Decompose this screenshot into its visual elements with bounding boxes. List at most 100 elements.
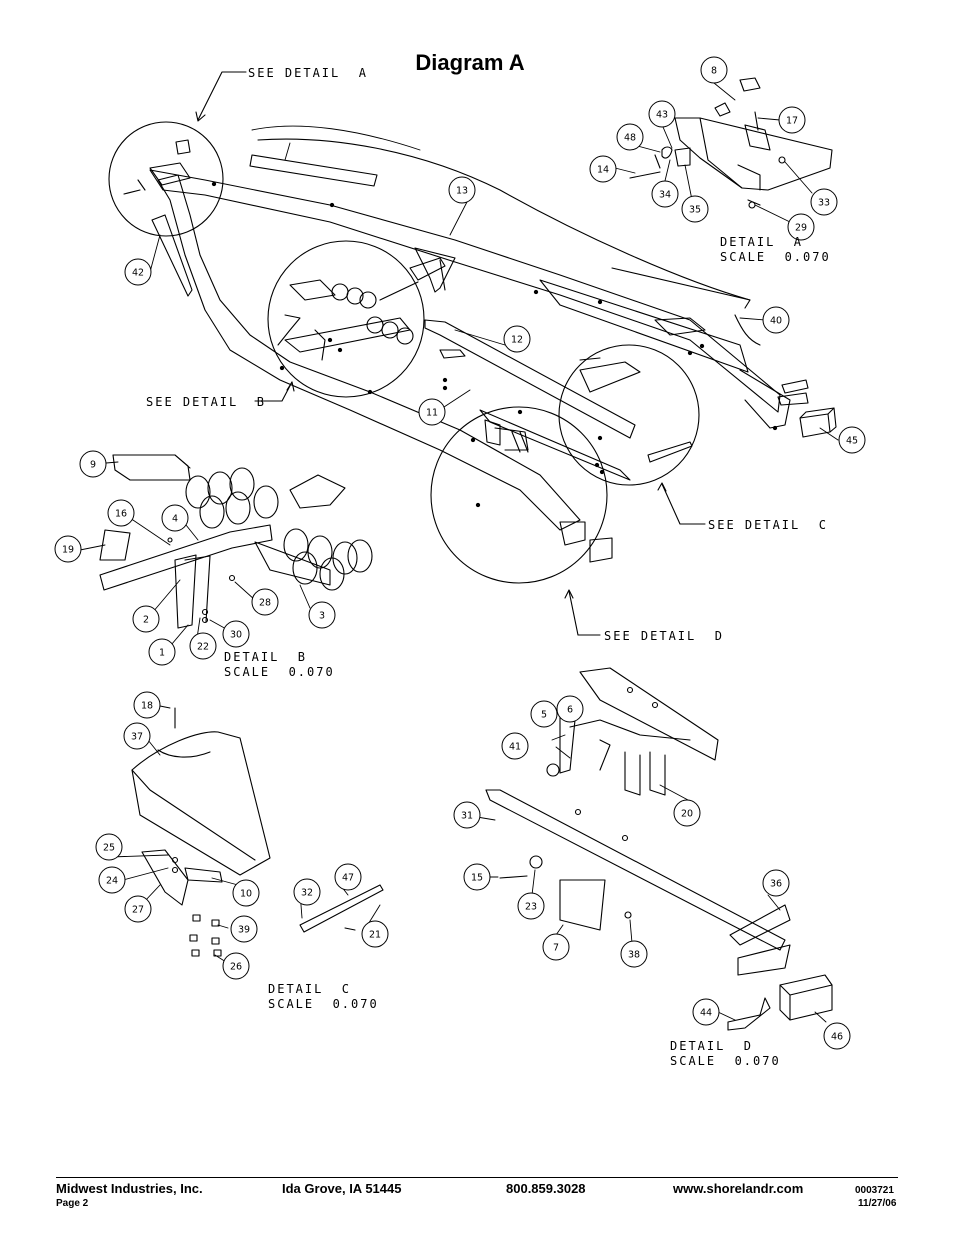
part-callout-39: 39 — [230, 915, 258, 943]
part-callout-31: 31 — [453, 801, 481, 829]
part-callout-32: 32 — [293, 878, 321, 906]
part-callout-35: 35 — [681, 195, 709, 223]
callout-number: 42 — [132, 268, 144, 279]
callout-number: 33 — [818, 198, 830, 209]
callout-balloon — [673, 799, 701, 827]
footer-city: Ida Grove, IA 51445 — [282, 1181, 402, 1196]
callout-balloon — [453, 801, 481, 829]
callout-number: 14 — [597, 165, 609, 176]
callout-balloon — [616, 123, 644, 151]
detail-b-name: DETAIL B — [224, 650, 308, 664]
callout-number: 28 — [259, 598, 271, 609]
part-callout-26: 26 — [222, 952, 250, 980]
callout-balloon — [124, 895, 152, 923]
callout-balloon — [700, 56, 728, 84]
part-callout-33: 33 — [810, 188, 838, 216]
callout-balloon — [681, 195, 709, 223]
callout-number: 18 — [141, 701, 153, 712]
part-callout-30: 30 — [222, 620, 250, 648]
callout-balloon — [501, 732, 529, 760]
callout-number: 17 — [786, 116, 798, 127]
detail-c-drawing — [131, 707, 384, 957]
footer-divider — [56, 1177, 898, 1178]
callout-number: 8 — [711, 66, 717, 77]
see-detail-c-label: SEE DETAIL C — [708, 518, 828, 532]
callout-balloon — [651, 180, 679, 208]
part-callout-24: 24 — [98, 866, 126, 894]
callout-balloon — [589, 155, 617, 183]
footer-page: Page 2 — [56, 1198, 89, 1209]
callout-balloon — [542, 933, 570, 961]
detail-d-drawing — [485, 667, 833, 1031]
callout-balloon — [95, 833, 123, 861]
detail-a-scale: SCALE 0.070 — [720, 250, 831, 264]
callout-number: 19 — [62, 545, 74, 556]
callout-balloon — [838, 426, 866, 454]
part-callout-16: 16 — [107, 499, 135, 527]
callout-leaders — [79, 82, 839, 1023]
callout-balloon — [124, 258, 152, 286]
part-callout-42: 42 — [124, 258, 152, 286]
part-callout-3: 3 — [308, 601, 336, 629]
callout-number: 29 — [795, 223, 807, 234]
callout-number: 4 — [172, 514, 178, 525]
part-callout-41: 41 — [501, 732, 529, 760]
footer-website: www.shorelandr.com — [673, 1181, 804, 1196]
part-callout-34: 34 — [651, 180, 679, 208]
part-callout-9: 9 — [79, 450, 107, 478]
see-detail-b-label: SEE DETAIL B — [146, 395, 266, 409]
callout-number: 7 — [553, 943, 559, 954]
part-callout-28: 28 — [251, 588, 279, 616]
callout-number: 12 — [511, 335, 523, 346]
callout-balloon — [98, 866, 126, 894]
callout-balloon — [230, 915, 258, 943]
callout-balloon — [787, 213, 815, 241]
part-callout-45: 45 — [838, 426, 866, 454]
callout-balloon — [222, 952, 250, 980]
callout-balloon — [823, 1022, 851, 1050]
callout-balloon — [648, 100, 676, 128]
callout-balloon — [107, 499, 135, 527]
callout-number: 10 — [240, 889, 252, 900]
part-callout-4: 4 — [161, 504, 189, 532]
callout-balloon — [361, 920, 389, 948]
callout-number: 30 — [230, 630, 242, 641]
callout-number: 26 — [230, 962, 242, 973]
callout-number: 46 — [831, 1032, 843, 1043]
callout-balloon — [189, 632, 217, 660]
part-callout-46: 46 — [823, 1022, 851, 1050]
callout-number: 32 — [301, 888, 313, 899]
callout-number: 27 — [132, 905, 144, 916]
callout-balloon — [251, 588, 279, 616]
callout-number: 25 — [103, 843, 115, 854]
detail-c-caption: DETAIL C SCALE 0.070 — [268, 982, 379, 1012]
part-callout-7: 7 — [542, 933, 570, 961]
part-callout-13: 13 — [448, 176, 476, 204]
detail-c-scale: SCALE 0.070 — [268, 997, 379, 1011]
part-callout-29: 29 — [787, 213, 815, 241]
part-callout-15: 15 — [463, 863, 491, 891]
callout-balloon — [232, 879, 260, 907]
part-callout-48: 48 — [616, 123, 644, 151]
callout-balloon — [293, 878, 321, 906]
callout-balloon — [517, 892, 545, 920]
callout-balloon — [334, 863, 362, 891]
footer-doc-number: 0003721 — [855, 1185, 894, 1196]
callout-number: 13 — [456, 186, 468, 197]
part-callout-6: 6 — [556, 695, 584, 723]
callout-number: 31 — [461, 811, 473, 822]
part-callout-20: 20 — [673, 799, 701, 827]
callout-number: 45 — [846, 436, 858, 447]
callout-number: 43 — [656, 110, 668, 121]
callout-balloon — [54, 535, 82, 563]
part-callout-10: 10 — [232, 879, 260, 907]
callout-number: 16 — [115, 509, 127, 520]
callout-number: 39 — [238, 925, 250, 936]
see-detail-d-label: SEE DETAIL D — [604, 629, 724, 643]
detail-b-caption: DETAIL B SCALE 0.070 — [224, 650, 335, 680]
callout-balloon — [222, 620, 250, 648]
part-callout-12: 12 — [503, 325, 531, 353]
part-callout-11: 11 — [418, 398, 446, 426]
callout-balloon — [463, 863, 491, 891]
part-callout-14: 14 — [589, 155, 617, 183]
